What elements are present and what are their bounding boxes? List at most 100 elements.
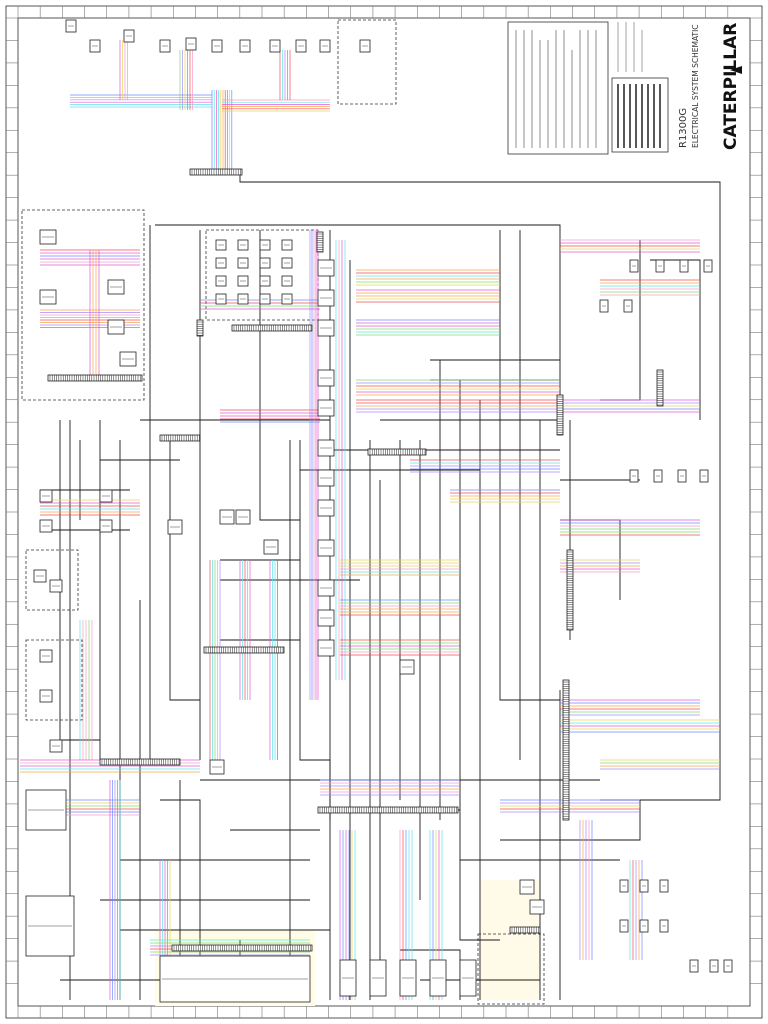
connector-mid-left: [203, 646, 285, 654]
connectors: [47, 168, 664, 952]
border-zone-ticks: [6, 6, 762, 1018]
sensor-bottom: [709, 959, 719, 973]
sensor-bottom: [723, 959, 733, 973]
terminal-block: [339, 959, 357, 997]
sensor-top: [319, 39, 331, 53]
wire: [169, 440, 200, 701]
wire: [299, 440, 331, 1000]
brand-logo-triangle: [730, 66, 742, 74]
solenoid: [281, 293, 293, 305]
sensor-left: [33, 569, 47, 583]
sensor-bottom: [639, 879, 649, 893]
module: [317, 639, 335, 657]
connector-lower-center: [317, 806, 459, 814]
wire: [650, 259, 701, 420]
sensor-left: [99, 519, 113, 533]
module-lower: [519, 879, 535, 895]
sensor-right: [629, 469, 639, 483]
sensor-right: [599, 299, 609, 313]
solenoid: [237, 239, 249, 251]
solenoid: [281, 275, 293, 287]
sensor-top: [159, 39, 171, 53]
module: [317, 579, 335, 597]
sensor-top: [239, 39, 251, 53]
sensor-left: [49, 579, 63, 593]
solenoid: [237, 275, 249, 287]
connector-left-panel: [47, 374, 143, 382]
solenoid: [281, 257, 293, 269]
sensor-left: [39, 489, 53, 503]
connector-bottom-right: [509, 926, 541, 934]
connector-small: [196, 319, 204, 337]
sensor-top: [269, 39, 281, 53]
connector-top-harness: [189, 168, 243, 176]
sensor-right: [679, 259, 689, 273]
sensor-bottom: [659, 919, 669, 933]
sensor-bottom: [689, 959, 699, 973]
module: [317, 609, 335, 627]
sensor-left: [49, 739, 63, 753]
sensor-top: [123, 29, 135, 43]
sensor-top: [295, 39, 307, 53]
module: [317, 469, 335, 487]
ecm-connector-panel: [159, 955, 311, 1003]
module-lower: [235, 509, 251, 525]
module: [317, 289, 335, 307]
wire: [499, 230, 560, 701]
connector-lower-left: [99, 758, 181, 766]
wire: [155, 224, 561, 400]
solenoid: [215, 257, 227, 269]
relay: [107, 319, 125, 335]
relay: [39, 289, 57, 305]
connector-far-right: [656, 369, 664, 407]
solenoid: [259, 239, 271, 251]
sensor-top: [89, 39, 101, 53]
title-block-frame: [507, 21, 609, 155]
sensor-bottom: [659, 879, 669, 893]
terminal-block: [369, 959, 387, 997]
module: [317, 499, 335, 517]
module: [317, 259, 335, 277]
connector-center-vertical: [316, 231, 324, 253]
terminal-block: [459, 959, 477, 997]
module: [317, 319, 335, 337]
sensor-right: [699, 469, 709, 483]
module: [317, 399, 335, 417]
connector-right-long: [562, 679, 570, 821]
switch-panel: [25, 789, 67, 831]
sensor-bottom: [619, 879, 629, 893]
wire: [459, 380, 500, 941]
sensor-left: [39, 649, 53, 663]
sensor-right: [655, 259, 665, 273]
relay: [119, 351, 137, 367]
brand-logo-text: CATERPILLAR: [721, 23, 741, 150]
connector-center-row: [367, 448, 427, 456]
title-label: ELECTRICAL SYSTEM SCHEMATIC: [691, 24, 700, 148]
connector-bottom-left: [171, 944, 313, 952]
connector-right-upper: [556, 394, 564, 436]
module-lower: [209, 759, 225, 775]
solenoid: [281, 239, 293, 251]
connector-left-mid: [159, 434, 201, 442]
solenoid: [215, 293, 227, 305]
connector-upper-center: [231, 324, 313, 332]
module: [317, 369, 335, 387]
sensor-bottom: [639, 919, 649, 933]
solenoid: [215, 275, 227, 287]
solenoid: [259, 275, 271, 287]
title-block: R1300G ELECTRICAL SYSTEM SCHEMATIC CATER…: [507, 21, 742, 155]
sensor-right: [703, 259, 713, 273]
module: [317, 539, 335, 557]
solenoid: [259, 293, 271, 305]
module-lower: [399, 659, 415, 675]
wire: [149, 225, 180, 761]
solenoid: [237, 257, 249, 269]
sensor-top: [65, 19, 77, 33]
solenoid: [259, 257, 271, 269]
sensor-right: [677, 469, 687, 483]
sensor-top: [211, 39, 223, 53]
components: [25, 19, 733, 1003]
wire: [500, 800, 641, 841]
